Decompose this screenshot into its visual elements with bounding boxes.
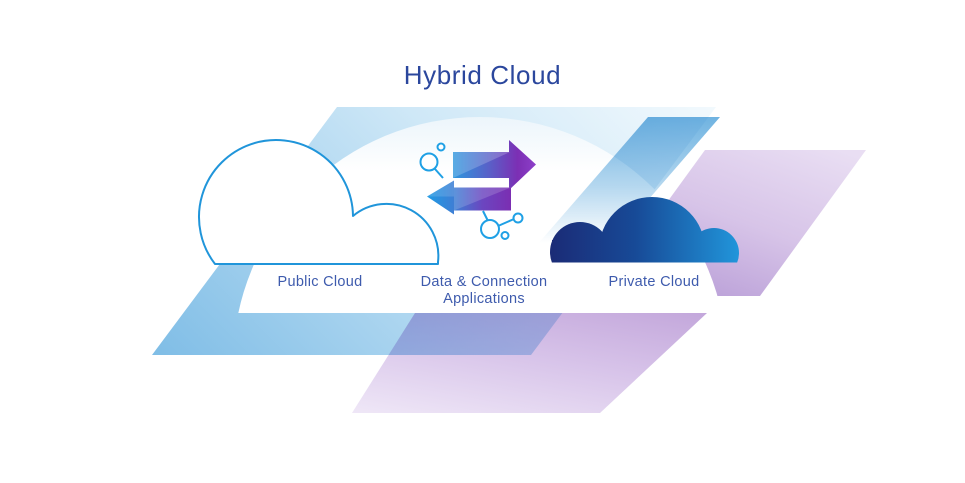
diagram-title: Hybrid Cloud (403, 60, 562, 90)
arrow-left-icon (427, 180, 511, 215)
connector-label-line1: Data & Connection (420, 274, 548, 290)
public-cloud-icon (198, 139, 440, 265)
private-cloud-icon (550, 197, 739, 263)
connector-label: Data & Connection Applications (399, 274, 569, 308)
public-cloud-label: Public Cloud (277, 274, 363, 290)
arrow-left-head-sheen (427, 180, 454, 197)
molecule-bottom-icon (480, 210, 524, 240)
arrow-right-icon (453, 140, 536, 190)
connector-label-line2: Applications (443, 291, 525, 307)
molecule-top-icon (419, 142, 446, 179)
arrow-left-sheen (454, 187, 511, 211)
arrow-right-sheen (453, 152, 510, 178)
private-cloud-label: Private Cloud (608, 274, 700, 290)
transfer-arrows-icon (427, 140, 536, 215)
